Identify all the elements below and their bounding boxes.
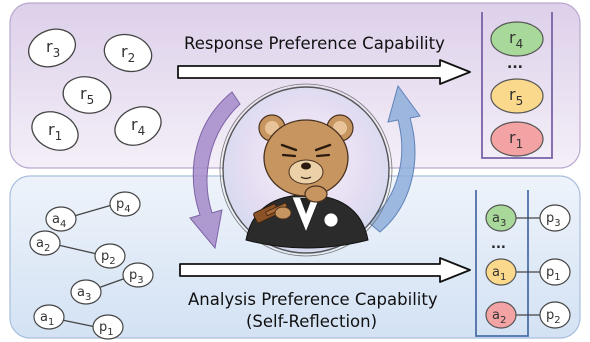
top-ranking-container [481,12,553,159]
pair-a1-p1: a1 p1 [33,304,124,340]
top-title: Response Preference Capability [184,34,445,53]
svg-text:r2: r2 [121,42,135,65]
bottom-title-line2: (Self-Reflection) [246,312,377,331]
svg-text:a2: a2 [492,308,506,326]
response-ellipse-r1: r1 [31,111,79,151]
pair-a4-p4: a4 p4 [45,191,141,232]
response-ellipse-r5: r5 [62,76,112,114]
response-ellipse-r3: r3 [27,28,77,68]
judge-bear-with-gavel-icon [219,83,393,257]
svg-text:p4: p4 [116,197,131,215]
svg-text:r4: r4 [509,28,523,51]
ranked-pair-a2-p2: a2 p2 [485,301,571,329]
bottom-title-line1: Analysis Preference Capability [188,290,438,309]
svg-text:r1: r1 [509,128,523,151]
ranked-response-r4: r4 [490,21,544,57]
svg-text:a2: a2 [36,236,50,254]
svg-text:a1: a1 [40,310,54,328]
bottom-ranking-ellipsis: ... [491,237,506,252]
svg-text:a3: a3 [77,285,91,303]
ranked-response-r1: r1 [490,121,544,157]
ranked-response-r5: r5 [490,78,544,114]
pair-a2-p2: a2 p2 [29,230,126,269]
svg-text:a3: a3 [492,211,506,229]
svg-text:a4: a4 [52,212,66,230]
svg-text:p1: p1 [546,265,561,283]
svg-text:p3: p3 [129,268,144,286]
svg-text:r5: r5 [509,85,523,108]
top-ranking-ellipsis: ... [507,56,523,72]
bottom-right-arrow [179,257,471,283]
ranked-pair-a1-p1: a1 p1 [485,258,571,286]
svg-text:r5: r5 [80,84,94,107]
svg-text:p2: p2 [546,308,561,326]
svg-text:p3: p3 [546,211,561,229]
blue-cycle-arrow [367,84,421,233]
svg-text:p2: p2 [101,249,116,267]
ranked-pair-a3-p3: a3 p3 [485,204,571,232]
purple-cycle-arrow [189,91,241,250]
svg-text:r4: r4 [131,115,145,138]
response-ellipse-r4: r4 [114,106,162,146]
svg-text:a1: a1 [492,265,506,283]
svg-text:r3: r3 [46,37,60,60]
top-right-arrow [177,59,471,85]
bottom-ranking-container [475,190,529,337]
svg-text:r1: r1 [48,120,62,143]
svg-text:p1: p1 [99,320,114,338]
response-ellipse-r2: r2 [103,33,153,73]
pair-a3-p3: a3 p3 [70,262,154,305]
